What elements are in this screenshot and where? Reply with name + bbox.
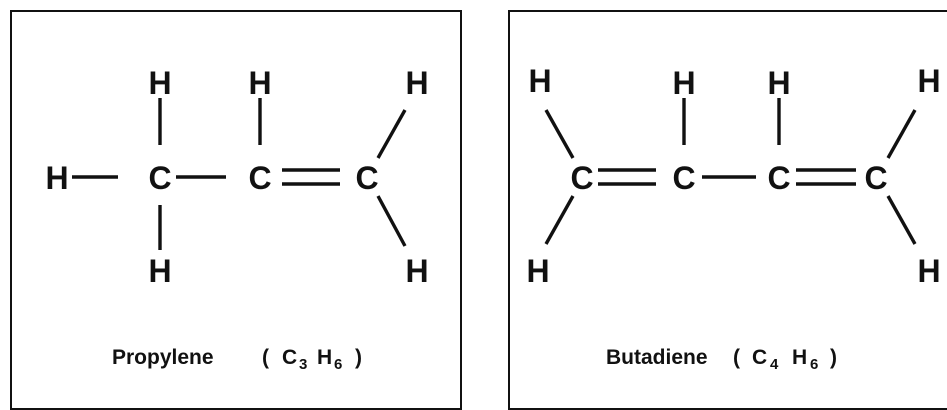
atom-c: C <box>864 160 887 196</box>
formula-carbon-count: 4 <box>770 356 779 373</box>
formula-hydrogen-count: 6 <box>334 356 342 373</box>
formula-open-paren: ( <box>262 346 269 369</box>
atom-h: H <box>248 65 271 101</box>
butadiene-name: Butadiene <box>606 346 708 369</box>
atom-c: C <box>355 160 378 196</box>
formula-carbon: C <box>752 346 767 369</box>
atom-h: H <box>917 63 940 99</box>
formula-hydrogen-count: 6 <box>810 356 818 373</box>
bond-c4-h-downright <box>886 195 917 245</box>
bond-c1-h-downleft <box>544 195 575 245</box>
atom-h: H <box>45 160 68 196</box>
atom-h: H <box>405 65 428 101</box>
atom-h: H <box>917 253 940 289</box>
propylene-name: Propylene <box>112 346 214 369</box>
atom-c: C <box>767 160 790 196</box>
atom-h: H <box>672 65 695 101</box>
formula-carbon-count: 3 <box>299 356 307 373</box>
butadiene-panel <box>508 10 947 410</box>
bond-c4-h-upright <box>886 109 917 159</box>
atom-h: H <box>528 63 551 99</box>
atom-h: H <box>148 65 171 101</box>
formula-hydrogen: H <box>792 346 807 369</box>
formula-close-paren: ) <box>830 346 837 369</box>
atom-h: H <box>405 253 428 289</box>
formula-open-paren: ( <box>733 346 740 369</box>
bond-c3-h-downright <box>376 195 407 247</box>
atom-c: C <box>148 160 171 196</box>
bond-c1-h-upleft <box>544 109 575 159</box>
atom-h: H <box>148 253 171 289</box>
atom-c: C <box>672 160 695 196</box>
atom-h: H <box>526 253 549 289</box>
formula-carbon: C <box>282 346 297 369</box>
atom-c: C <box>570 160 593 196</box>
bond-c3-h-upright <box>376 109 407 159</box>
formula-close-paren: ) <box>355 346 362 369</box>
atom-h: H <box>767 65 790 101</box>
formula-hydrogen: H <box>317 346 332 369</box>
atom-c: C <box>248 160 271 196</box>
